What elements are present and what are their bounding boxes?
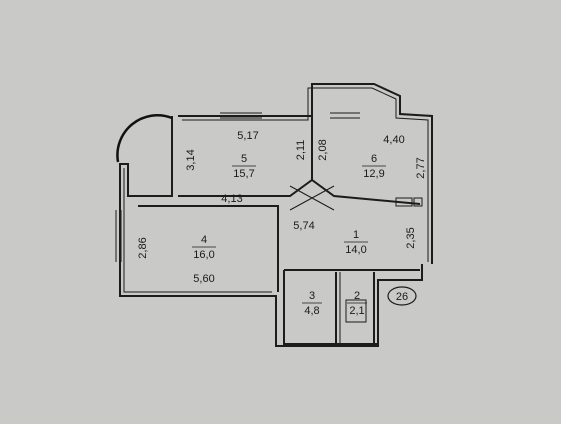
dim-room4-height: 2,86 — [137, 237, 149, 258]
room-2-area: 2,1 — [349, 305, 364, 317]
dim-room5-right: 2,11 — [295, 140, 307, 161]
room-4-id: 4 — [201, 234, 207, 246]
inner-wall-line-left — [123, 168, 272, 293]
room-5-id: 5 — [241, 153, 247, 165]
balcony-arc — [116, 114, 173, 163]
walls — [119, 83, 433, 347]
windows — [115, 112, 360, 262]
room-1-id: 1 — [353, 229, 359, 241]
room-6-area: 12,9 — [363, 168, 384, 180]
room-1-area: 14,0 — [345, 244, 366, 256]
dim-room5-bottom: 4,13 — [221, 193, 242, 205]
fixture-room6 — [413, 197, 423, 207]
dimension-labels: 5,17 3,14 2,11 2,08 4,40 2,77 4,13 5,74 … — [137, 130, 427, 285]
radiator-room6 — [395, 197, 413, 207]
room-2-id: 2 — [354, 290, 360, 302]
dim-room4-width: 5,60 — [193, 273, 214, 285]
inner-wall-line-top — [182, 87, 429, 262]
room-6-id: 6 — [371, 153, 377, 165]
dim-room6-width: 4,40 — [383, 134, 404, 146]
dim-room6-left: 2,08 — [317, 139, 329, 160]
dim-room5-width: 5,17 — [237, 130, 258, 142]
dim-room5-height: 3,14 — [185, 149, 197, 170]
room-5-area: 15,7 — [233, 168, 254, 180]
dim-room1-height: 2,35 — [405, 227, 417, 248]
apartment-number-oval — [387, 286, 417, 306]
room-4-area: 16,0 — [193, 249, 214, 261]
dim-room6-height: 2,77 — [415, 157, 427, 178]
apartment-number: 26 — [396, 291, 408, 303]
outer-wall-left — [119, 116, 423, 347]
room-3-id: 3 — [309, 290, 315, 302]
fixture-room2 — [345, 299, 367, 323]
outer-wall-top — [178, 83, 433, 264]
fixtures — [289, 185, 423, 323]
room-3-area: 4,8 — [304, 305, 319, 317]
wall-room4 — [138, 205, 279, 292]
room-labels: 5 15,7 6 12,9 1 14,0 4 16,0 3 4,8 2 2,1 — [192, 153, 386, 317]
diagonal-2 — [289, 185, 335, 211]
dim-room1-width: 5,74 — [293, 220, 314, 232]
